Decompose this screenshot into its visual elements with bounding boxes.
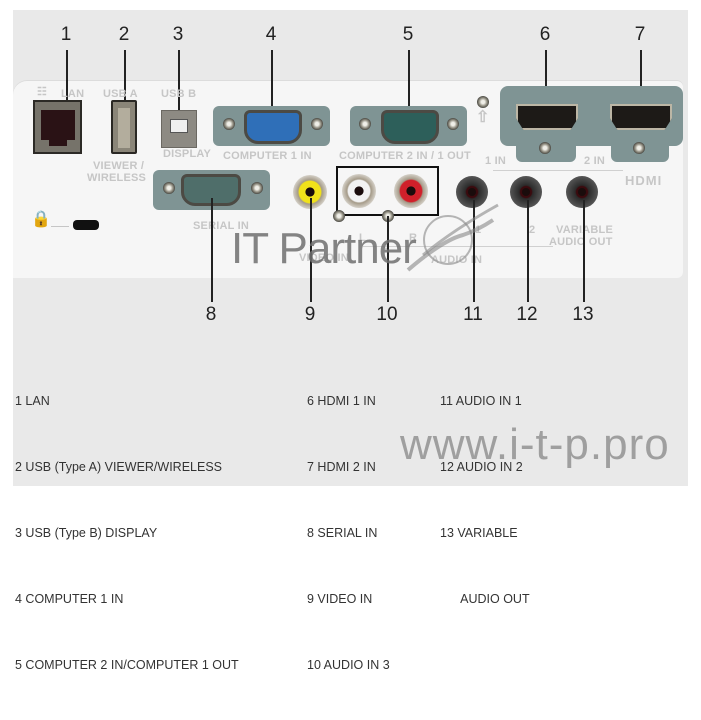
audio-in-2-jack [510, 176, 542, 208]
lock-dash [51, 226, 69, 227]
legend-item: 3 USB (Type B) DISPLAY [15, 526, 158, 540]
audio-in-3-right-jack [394, 174, 428, 208]
screw-icon [251, 182, 263, 194]
label-display: DISPLAY [163, 148, 212, 160]
vga-port-computer2 [381, 110, 439, 144]
leader-line-10 [387, 216, 389, 302]
leader-line-11 [473, 200, 475, 302]
screw-icon [359, 118, 371, 130]
label-computer2-in-out: COMPUTER 2 IN / 1 OUT [339, 150, 471, 162]
audio-in-1-jack [456, 176, 488, 208]
lan-icon: ☷ [37, 86, 48, 98]
legend-item: 11 AUDIO IN 1 [440, 394, 522, 408]
label-usb-b: USB B [161, 88, 197, 100]
label-hdmi-1in: 1 IN [485, 155, 506, 167]
screw-icon [223, 118, 235, 130]
ground-screw-icon [477, 96, 489, 108]
leader-line-4 [271, 50, 273, 116]
leader-line-13 [583, 200, 585, 302]
callout-8: 8 [205, 304, 217, 325]
label-audio-2: 2 [529, 224, 536, 236]
leader-line-6 [545, 50, 547, 114]
callout-6: 6 [539, 24, 551, 45]
hdmi-port-1 [516, 104, 578, 130]
legend-item: 6 HDMI 1 IN [307, 394, 376, 408]
callout-13: 13 [572, 304, 594, 325]
screw-icon [311, 118, 323, 130]
label-variable: VARIABLE [556, 224, 614, 236]
callout-12: 12 [516, 304, 538, 325]
label-audio-r: R [409, 232, 418, 244]
leader-line-3 [178, 50, 180, 112]
callout-4: 4 [265, 24, 277, 45]
legend-item: 2 USB (Type A) VIEWER/WIRELESS [15, 460, 223, 474]
label-usb-a: USB A [103, 88, 138, 100]
legend-item: 12 AUDIO IN 2 [440, 460, 523, 474]
legend-item: AUDIO OUT [440, 592, 530, 606]
usb-a-port [111, 100, 137, 154]
vga-port-computer1 [244, 110, 302, 144]
label-lan: LAN [61, 88, 85, 100]
legend-column-1: 1 LAN 2 USB (Type A) VIEWER/WIRELESS 3 U… [15, 346, 239, 720]
audio-in-3-left-jack [342, 174, 376, 208]
hdmi-logo: HDMI [625, 173, 663, 188]
legend-item: 10 AUDIO IN 3 [307, 658, 390, 672]
legend-item: 8 SERIAL IN [307, 526, 378, 540]
watermark-logo-icon [406, 203, 499, 272]
kensington-slot [73, 220, 99, 230]
legend-column-3: 11 AUDIO IN 1 12 AUDIO IN 2 13 VARIABLE … [440, 346, 530, 654]
leader-line-5 [408, 50, 410, 116]
legend-item: 7 HDMI 2 IN [307, 460, 376, 474]
label-serial-in: SERIAL IN [193, 220, 249, 232]
hdmi-port-2 [610, 104, 672, 130]
legend-item: 13 VARIABLE [440, 526, 518, 540]
legend-item: 5 COMPUTER 2 IN/COMPUTER 1 OUT [15, 658, 239, 672]
leader-line-1 [66, 50, 68, 124]
label-viewer: VIEWER / [93, 160, 145, 172]
up-arrow-icon: ⇧ [476, 109, 490, 126]
leader-line-9 [310, 198, 312, 302]
callout-10: 10 [376, 304, 398, 325]
legend-item: 1 LAN [15, 394, 50, 408]
variable-audio-out-jack [566, 176, 598, 208]
callout-9: 9 [304, 304, 316, 325]
screw-icon [633, 142, 645, 154]
leader-line-7 [640, 50, 642, 114]
watermark-brand: IT Partner [231, 224, 417, 273]
label-computer1-in: COMPUTER 1 IN [223, 150, 312, 162]
diagram-canvas: 1 2 3 4 5 6 7 8 9 10 11 12 13 ☷ LAN USB … [13, 10, 688, 672]
kensington-lock-icon: 🔒 [31, 211, 52, 228]
watermark-url: www.i-t-p.pro [400, 420, 670, 469]
label-hdmi-2in: 2 IN [584, 155, 605, 167]
callout-2: 2 [118, 24, 130, 45]
label-audio-l: L [359, 232, 366, 244]
screw-icon [333, 210, 345, 222]
leader-line-8 [211, 198, 213, 302]
legend-item: 9 VIDEO IN [307, 592, 373, 606]
audio-in-bracket [363, 246, 553, 247]
screw-icon [163, 182, 175, 194]
screw-icon [539, 142, 551, 154]
callout-5: 5 [402, 24, 414, 45]
lan-port [33, 100, 82, 154]
usb-b-port [161, 110, 197, 148]
callout-3: 3 [172, 24, 184, 45]
leader-line-12 [527, 200, 529, 302]
callout-7: 7 [634, 24, 646, 45]
leader-line-2 [124, 50, 126, 110]
callout-11: 11 [463, 304, 483, 325]
legend-column-2: 6 HDMI 1 IN 7 HDMI 2 IN 8 SERIAL IN 9 VI… [307, 346, 390, 720]
hdmi-bracket [493, 170, 623, 171]
label-wireless: WIRELESS [87, 172, 147, 184]
label-audio-out: AUDIO OUT [549, 236, 613, 248]
callout-1: 1 [60, 24, 72, 45]
legend-item: 4 COMPUTER 1 IN [15, 592, 124, 606]
screw-icon [447, 118, 459, 130]
